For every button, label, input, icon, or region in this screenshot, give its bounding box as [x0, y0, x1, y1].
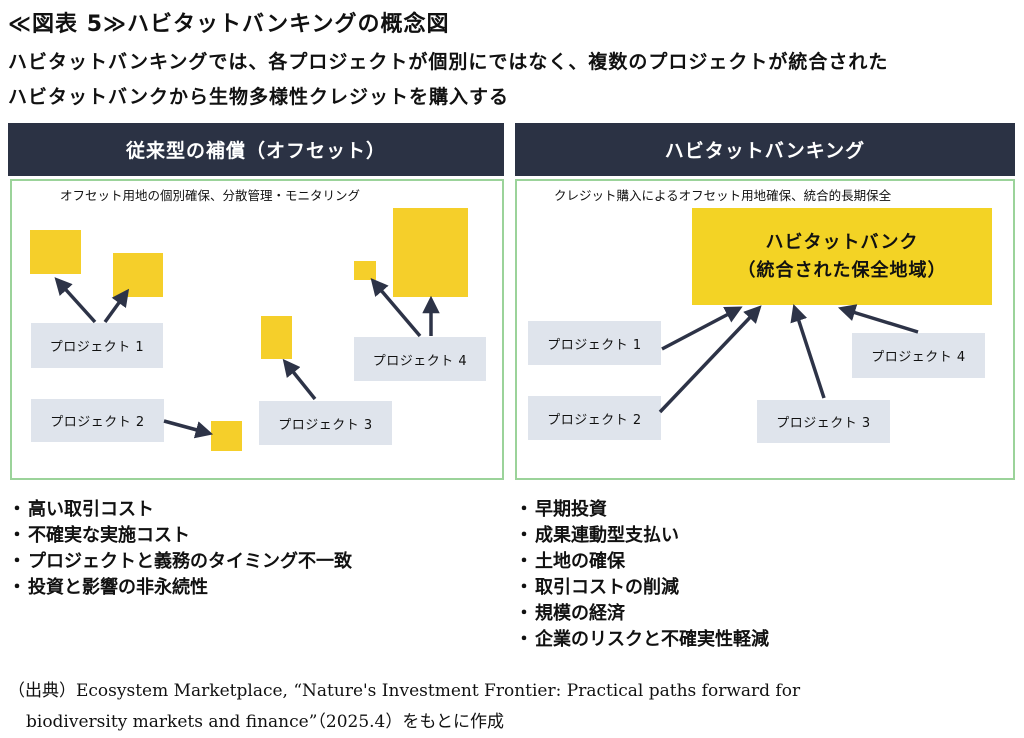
offset-site-1a [30, 230, 81, 274]
offset-site-4b [393, 208, 468, 297]
right-project-1: プロジェクト 1 [528, 321, 661, 365]
left-panel-caption: オフセット用地の個別確保、分散管理・モニタリング [60, 188, 361, 203]
list-item: 成果連動型支払い [515, 523, 769, 549]
offset-site-1b [113, 253, 163, 297]
habitat-bank-name: ハビタットバンク [765, 231, 919, 253]
list-item: 不確実な実施コスト [8, 523, 352, 549]
subtitle-line-1: ハビタットバンキングでは、各プロジェクトが個別にではなく、複数のプロジェクトが統… [8, 51, 889, 73]
list-item: 取引コストの削減 [515, 575, 769, 601]
right-bullet-list: 早期投資 成果連動型支払い 土地の確保 取引コストの削減 規模の経済 企業のリス… [515, 497, 769, 653]
left-project-2: プロジェクト 2 [31, 399, 164, 442]
source-line-1: （出典）Ecosystem Marketplace, “Nature's Inv… [8, 681, 801, 701]
list-item: 規模の経済 [515, 601, 769, 627]
habitat-bank-description: （統合された保全地域） [737, 259, 947, 281]
right-panel-header: ハビタットバンキング [515, 123, 1015, 176]
figure-title: ≪図表 5≫ハビタットバンキングの概念図 [8, 12, 450, 37]
offset-site-2 [211, 421, 242, 451]
source-line-2: biodiversity markets and finance”（2025.4… [26, 712, 505, 732]
left-project-4: プロジェクト 4 [354, 337, 486, 381]
right-panel-caption: クレジット購入によるオフセット用地確保、統合的長期保全 [554, 188, 892, 203]
left-project-3: プロジェクト 3 [259, 401, 392, 445]
offset-site-3 [261, 316, 292, 359]
list-item: 早期投資 [515, 497, 769, 523]
right-project-2: プロジェクト 2 [528, 396, 661, 440]
left-project-1: プロジェクト 1 [31, 323, 163, 368]
list-item: 土地の確保 [515, 549, 769, 575]
list-item: 高い取引コスト [8, 497, 352, 523]
right-project-3: プロジェクト 3 [757, 400, 890, 443]
list-item: 企業のリスクと不確実性軽減 [515, 627, 769, 653]
right-project-4: プロジェクト 4 [852, 333, 985, 378]
habitat-bank: ハビタットバンク （統合された保全地域） [692, 208, 992, 305]
offset-site-4a [354, 261, 376, 280]
list-item: 投資と影響の非永続性 [8, 575, 352, 601]
subtitle-line-2: ハビタットバンクから生物多様性クレジットを購入する [8, 86, 509, 108]
left-bullet-list: 高い取引コスト 不確実な実施コスト プロジェクトと義務のタイミング不一致 投資と… [8, 497, 352, 601]
left-panel-header: 従来型の補償（オフセット） [8, 123, 504, 176]
list-item: プロジェクトと義務のタイミング不一致 [8, 549, 352, 575]
